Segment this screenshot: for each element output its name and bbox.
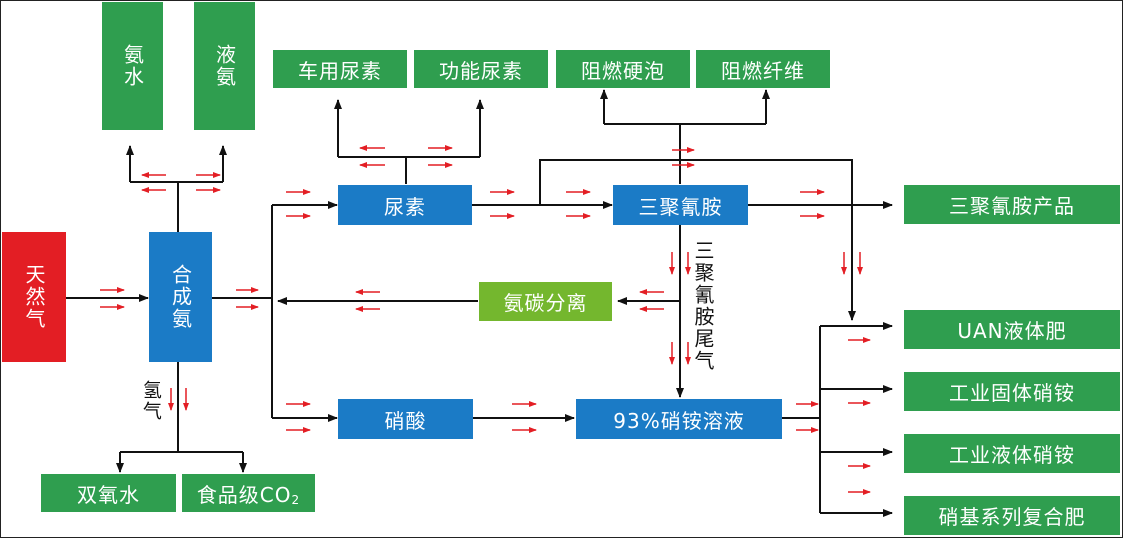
melamine-product-text: 三聚氰胺产品 bbox=[949, 194, 1075, 218]
ammonium-nitrate-solution-box: 93%硝铵溶液 bbox=[576, 399, 782, 439]
ammonia-water-box: 氨水 bbox=[102, 2, 163, 130]
nitro-compound-fertilizer-box: 硝基系列复合肥 bbox=[904, 496, 1120, 535]
flame-retardant-fiber-box: 阻燃纤维 bbox=[696, 50, 830, 88]
food-grade-co2-text: 食品级CO2 bbox=[196, 482, 301, 507]
functional-urea-box: 功能尿素 bbox=[414, 50, 548, 88]
industrial-liquid-ammonium-nitrate-box: 工业液体硝铵 bbox=[904, 434, 1120, 473]
vehicle-urea-text: 车用尿素 bbox=[298, 58, 382, 83]
uan-liquid-fertilizer-box: UAN液体肥 bbox=[904, 310, 1120, 349]
synthetic-ammonia-box: 合成氨 bbox=[149, 232, 212, 362]
nitric-acid-text: 硝酸 bbox=[384, 408, 427, 433]
urea-text: 尿素 bbox=[384, 194, 426, 219]
flame-retardant-fiber-text: 阻燃纤维 bbox=[721, 58, 805, 83]
melamine-box: 三聚氰胺 bbox=[613, 185, 748, 225]
ammonia-carbon-separation-text: 氨碳分离 bbox=[503, 291, 588, 315]
hydrogen-peroxide-box: 双氧水 bbox=[41, 474, 176, 512]
vehicle-urea-box: 车用尿素 bbox=[273, 50, 407, 88]
nitro-compound-fertilizer-text: 硝基系列复合肥 bbox=[938, 505, 1086, 529]
melamine-product-box: 三聚氰胺产品 bbox=[904, 185, 1120, 224]
melamine-tail-gas-label: 三聚氰胺尾气 bbox=[691, 240, 715, 372]
nitric-acid-box: 硝酸 bbox=[338, 399, 473, 439]
uan-liquid-fertilizer-text: UAN液体肥 bbox=[957, 319, 1067, 343]
natural-gas-box: 天然气 bbox=[2, 232, 66, 362]
synthetic-ammonia-text: 合成氨 bbox=[168, 264, 193, 330]
melamine-text: 三聚氰胺 bbox=[638, 194, 723, 219]
industrial-liquid-ammonium-nitrate-text: 工业液体硝铵 bbox=[949, 443, 1075, 467]
industrial-solid-ammonium-nitrate-text: 工业固体硝铵 bbox=[949, 381, 1075, 405]
flame-retardant-foam-text: 阻燃硬泡 bbox=[581, 58, 665, 83]
natural-gas-text: 天然气 bbox=[22, 264, 46, 330]
ammonia-water-text: 氨水 bbox=[120, 44, 145, 88]
industrial-solid-ammonium-nitrate-box: 工业固体硝铵 bbox=[904, 372, 1120, 411]
flame-retardant-foam-box: 阻燃硬泡 bbox=[556, 50, 690, 88]
functional-urea-text: 功能尿素 bbox=[439, 58, 523, 83]
hydrogen-peroxide-text: 双氧水 bbox=[77, 482, 140, 507]
food-grade-co2-box: 食品级CO2 bbox=[182, 474, 315, 512]
ammonia-carbon-separation-box: 氨碳分离 bbox=[479, 282, 612, 321]
liquid-ammonia-box: 液氨 bbox=[194, 2, 255, 130]
ammonium-nitrate-solution-text: 93%硝铵溶液 bbox=[613, 408, 745, 433]
liquid-ammonia-text: 液氨 bbox=[212, 44, 237, 88]
hydrogen-label: 氢气 bbox=[139, 380, 162, 422]
urea-box: 尿素 bbox=[338, 185, 472, 225]
